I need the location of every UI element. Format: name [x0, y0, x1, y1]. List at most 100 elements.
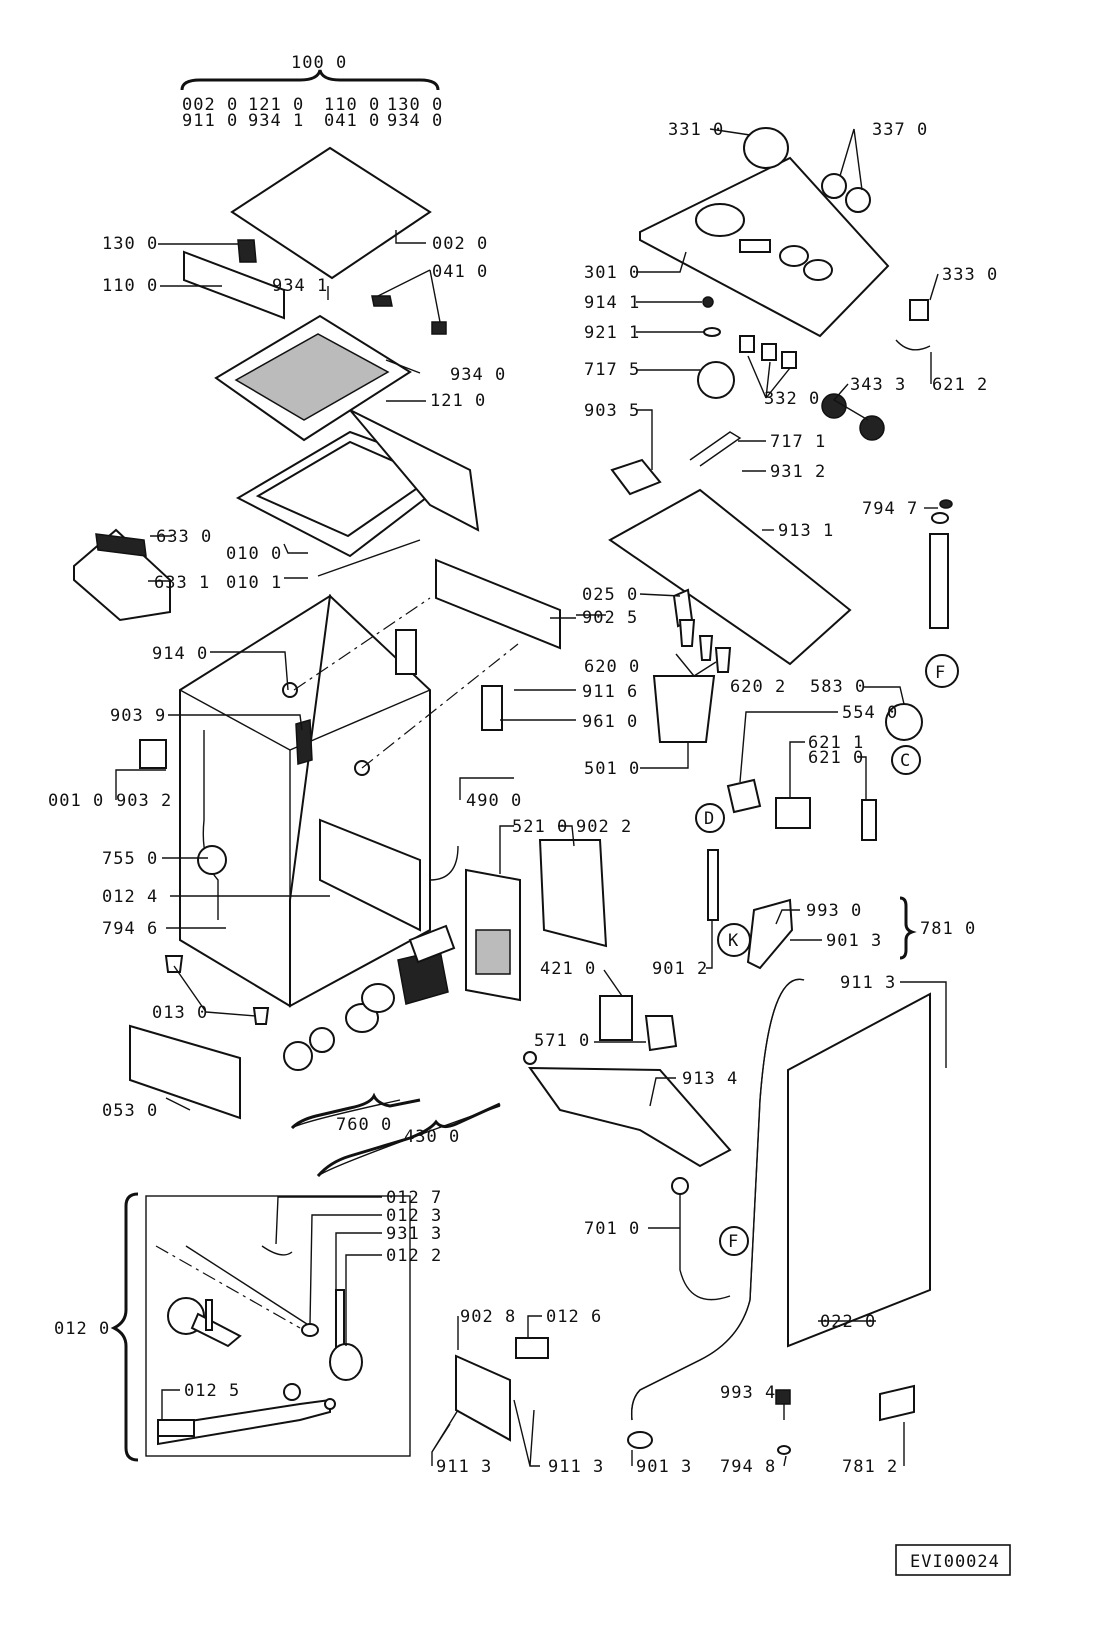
part-label: 012 0 — [54, 1319, 110, 1339]
marker-f-1: F — [935, 663, 946, 683]
part-label: 781 2 — [842, 1457, 898, 1477]
part-label: 013 0 — [152, 1003, 208, 1023]
part-label: 343 3 — [850, 375, 906, 395]
marker-d: D — [704, 809, 715, 829]
marker-c: C — [900, 751, 911, 771]
part-label: 010 1 — [226, 573, 282, 593]
part-label: 794 6 — [102, 919, 158, 939]
part-label: 914 1 — [584, 293, 640, 313]
document-code-box: EVI00024 — [895, 1544, 1011, 1576]
part-label: 301 0 — [584, 263, 640, 283]
part-label: 012 3 — [386, 1206, 442, 1226]
leader-lines — [115, 128, 947, 1467]
part-label: 010 0 — [226, 544, 282, 564]
part-label: 903 9 — [110, 706, 166, 726]
part-label: 901 3 — [636, 1457, 692, 1477]
part-label: 633 1 — [154, 573, 210, 593]
circle-markers: F F C D K — [695, 654, 959, 1256]
part-label: 633 0 — [156, 527, 212, 547]
part-label: 913 1 — [778, 521, 834, 541]
control-board-drawing — [429, 839, 678, 1052]
assembly-item-911: 911 0 — [182, 111, 238, 131]
part-label: 911 3 — [840, 973, 896, 993]
motor-bracket-drawing — [73, 528, 171, 622]
part-label: 421 0 — [540, 959, 596, 979]
part-label: 717 5 — [584, 360, 640, 380]
assembly-item-934-0: 934 0 — [387, 111, 443, 131]
part-label: 911 6 — [582, 682, 638, 702]
part-label: 022 0 — [820, 1312, 876, 1332]
part-label: 621 0 — [808, 748, 864, 768]
control-panel-drawing — [608, 127, 953, 666]
part-label: 430 0 — [404, 1127, 460, 1147]
part-label: 903 2 — [116, 791, 172, 811]
part-label: 012 4 — [102, 887, 158, 907]
part-label: 902 8 — [460, 1307, 516, 1327]
part-label: 012 6 — [546, 1307, 602, 1327]
part-label: 571 0 — [534, 1031, 590, 1051]
part-label: 002 0 — [432, 234, 488, 254]
pump-filter-drawing — [129, 924, 456, 1120]
assembly-item-130: 130 0 — [387, 95, 443, 115]
part-label: 331 0 — [668, 120, 724, 140]
part-label: 521 0 — [512, 817, 568, 837]
part-label: 012 2 — [386, 1246, 442, 1266]
document-code: EVI00024 — [910, 1552, 1000, 1572]
lid-assembly-drawing — [183, 146, 480, 577]
part-label: 717 1 — [770, 432, 826, 452]
part-label: 041 0 — [432, 262, 488, 282]
part-label: 012 5 — [184, 1381, 240, 1401]
part-label: 934 1 — [272, 276, 328, 296]
part-label: 333 0 — [942, 265, 998, 285]
part-label: 913 4 — [682, 1069, 738, 1089]
part-label: 934 0 — [450, 365, 506, 385]
part-label: 902 5 — [582, 608, 638, 628]
part-label: 901 2 — [652, 959, 708, 979]
part-label: 583 0 — [810, 677, 866, 697]
part-label: 621 1 — [808, 733, 864, 753]
hose-drawing — [627, 849, 805, 1449]
part-label: 911 3 — [548, 1457, 604, 1477]
part-labels: 002 0 130 0 110 0 934 1 041 0 934 0 121 … — [48, 120, 998, 1477]
part-label: 110 0 — [102, 276, 158, 296]
agitator-inset — [110, 1192, 411, 1462]
part-label: 121 0 — [430, 391, 486, 411]
part-label: 012 7 — [386, 1188, 442, 1208]
part-label: 961 0 — [582, 712, 638, 732]
part-label: 001 0 — [48, 791, 104, 811]
part-label: 760 0 — [336, 1115, 392, 1135]
part-label: 130 0 — [102, 234, 158, 254]
part-label: 901 3 — [826, 931, 882, 951]
part-label: 911 3 — [436, 1457, 492, 1477]
part-label: 931 3 — [386, 1224, 442, 1244]
part-label: 621 2 — [932, 375, 988, 395]
part-label: 332 0 — [764, 389, 820, 409]
marker-k: K — [728, 931, 739, 951]
back-panel-drawing — [775, 992, 931, 1455]
part-label: 914 0 — [152, 644, 208, 664]
part-label: 903 5 — [584, 401, 640, 421]
marker-f-2: F — [728, 1232, 739, 1252]
part-label: 337 0 — [872, 120, 928, 140]
assembly-item-002: 002 0 — [182, 95, 238, 115]
assembly-item-041: 041 0 — [324, 111, 380, 131]
part-label: 794 7 — [862, 499, 918, 519]
assembly-label-100: 100 0 — [291, 53, 347, 73]
part-label: 781 0 — [920, 919, 976, 939]
assembly-item-121: 121 0 — [248, 95, 304, 115]
part-label: 794 8 — [720, 1457, 776, 1477]
part-label: 554 0 — [842, 703, 898, 723]
assembly-item-934-1: 934 1 — [248, 111, 304, 131]
part-label: 620 0 — [584, 657, 640, 677]
part-label: 902 2 — [576, 817, 632, 837]
part-label: 701 0 — [584, 1219, 640, 1239]
assembly-item-110: 110 0 — [324, 95, 380, 115]
part-label: 025 0 — [582, 585, 638, 605]
part-label: 993 0 — [806, 901, 862, 921]
part-label: 490 0 — [466, 791, 522, 811]
part-label: 501 0 — [584, 759, 640, 779]
part-label: 755 0 — [102, 849, 158, 869]
assembly-group-100: 100 0 002 0 121 0 110 0 130 0 911 0 934 … — [180, 53, 443, 131]
part-label: 053 0 — [102, 1101, 158, 1121]
